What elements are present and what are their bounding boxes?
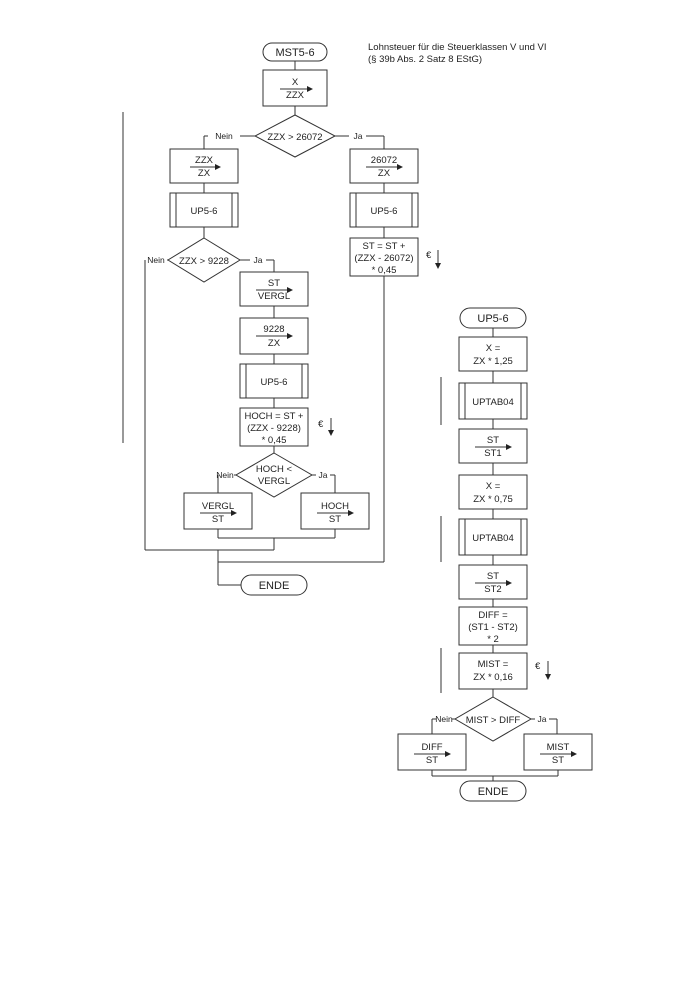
svg-text:VERGL: VERGL bbox=[258, 291, 290, 302]
subroutine-up5-6: UP5-6 bbox=[239, 363, 309, 399]
svg-text:(ZZX - 26072): (ZZX - 26072) bbox=[354, 253, 413, 264]
svg-text:VERGL: VERGL bbox=[258, 476, 290, 487]
assign-26072-zx: 26072 ZX bbox=[349, 148, 419, 184]
assign-zzx-zx: ZZX ZX bbox=[169, 148, 239, 184]
start-terminator-up5-6: UP5-6 bbox=[459, 307, 527, 329]
assign-diff-st: DIFF ST bbox=[397, 733, 467, 771]
subroutine-up5-6: UP5-6 bbox=[169, 192, 239, 228]
svg-text:ZZX: ZZX bbox=[286, 90, 305, 101]
svg-text:X: X bbox=[292, 77, 299, 88]
svg-text:UP5-6: UP5-6 bbox=[477, 313, 508, 325]
branch-label-no: Nein bbox=[435, 714, 453, 724]
svg-text:ZZX: ZZX bbox=[195, 155, 214, 166]
calc-x-125: X = ZX * 1,25 bbox=[458, 336, 528, 372]
subroutine-up5-6: UP5-6 bbox=[349, 192, 419, 228]
svg-text:DIFF =: DIFF = bbox=[478, 610, 508, 621]
calc-hoch: HOCH = ST + (ZZX - 9228) * 0,45 bbox=[239, 407, 309, 447]
svg-text:MIST > DIFF: MIST > DIFF bbox=[466, 715, 521, 726]
svg-text:VERGL: VERGL bbox=[202, 501, 234, 512]
svg-text:MST5-6: MST5-6 bbox=[275, 47, 314, 59]
branch-label-yes: Ja bbox=[254, 255, 263, 265]
svg-text:HOCH = ST +: HOCH = ST + bbox=[245, 411, 304, 422]
decision-hoch-lt-vergl: HOCH < VERGL bbox=[235, 452, 313, 498]
svg-text:ST: ST bbox=[487, 435, 499, 446]
svg-text:ST: ST bbox=[268, 278, 280, 289]
svg-text:* 0,45: * 0,45 bbox=[372, 265, 397, 276]
svg-text:ZX: ZX bbox=[268, 338, 281, 349]
svg-text:26072: 26072 bbox=[371, 155, 397, 166]
svg-text:ZZX > 9228: ZZX > 9228 bbox=[179, 256, 229, 267]
svg-text:ST1: ST1 bbox=[484, 448, 501, 459]
svg-text:ZX * 0,75: ZX * 0,75 bbox=[473, 494, 513, 505]
svg-text:ST: ST bbox=[487, 571, 499, 582]
svg-text:HOCH <: HOCH < bbox=[256, 464, 293, 475]
svg-text:X =: X = bbox=[486, 343, 501, 354]
branch-label-no: Nein bbox=[215, 131, 233, 141]
assign-x-zzx: X ZZX bbox=[262, 69, 328, 107]
svg-text:9228: 9228 bbox=[263, 324, 284, 335]
header-legal-ref: (§ 39b Abs. 2 Satz 8 EStG) bbox=[368, 54, 482, 65]
svg-text:€: € bbox=[535, 661, 541, 672]
assign-9228-zx: 9228 ZX bbox=[239, 317, 309, 355]
calc-x-075: X = ZX * 0,75 bbox=[458, 474, 528, 510]
svg-text:UP5-6: UP5-6 bbox=[261, 377, 288, 388]
branch-label-yes: Ja bbox=[319, 470, 328, 480]
assign-vergl-st: VERGL ST bbox=[183, 492, 253, 530]
svg-text:(ZZX - 9228): (ZZX - 9228) bbox=[247, 423, 301, 434]
assign-st-st1: ST ST1 bbox=[458, 428, 528, 464]
svg-text:DIFF: DIFF bbox=[421, 742, 442, 753]
svg-text:UP5-6: UP5-6 bbox=[371, 206, 398, 217]
branch-label-yes: Ja bbox=[354, 131, 363, 141]
decision-zzx-gt-26072: ZZX > 26072 bbox=[253, 114, 337, 158]
svg-text:ST: ST bbox=[552, 755, 564, 766]
header-title: Lohnsteuer für die Steuerklassen V und V… bbox=[368, 42, 547, 53]
subroutine-uptab04: UPTAB04 bbox=[458, 382, 528, 420]
svg-text:UP5-6: UP5-6 bbox=[191, 206, 218, 217]
svg-text:ZZX > 26072: ZZX > 26072 bbox=[267, 132, 322, 143]
end-terminator-sub: ENDE bbox=[459, 780, 527, 802]
euro-rounding-icon: € bbox=[535, 661, 551, 680]
assign-st-st2: ST ST2 bbox=[458, 564, 528, 600]
svg-text:ST2: ST2 bbox=[484, 584, 501, 595]
euro-rounding-icon: € bbox=[426, 250, 441, 269]
svg-text:* 0,45: * 0,45 bbox=[262, 435, 287, 446]
svg-text:MIST: MIST bbox=[547, 742, 570, 753]
svg-text:* 2: * 2 bbox=[487, 634, 499, 645]
calc-st: ST = ST + (ZZX - 26072) * 0,45 bbox=[349, 237, 419, 277]
svg-text:UPTAB04: UPTAB04 bbox=[472, 397, 514, 408]
assign-mist-st: MIST ST bbox=[523, 733, 593, 771]
euro-rounding-icon: € bbox=[318, 418, 334, 436]
assign-st-vergl: ST VERGL bbox=[239, 271, 309, 307]
svg-text:ENDE: ENDE bbox=[478, 786, 509, 798]
calc-mist: MIST = ZX * 0,16 bbox=[458, 652, 528, 690]
svg-text:ST: ST bbox=[329, 514, 341, 525]
start-terminator-mst: MST5-6 bbox=[262, 42, 328, 62]
branch-label-yes: Ja bbox=[538, 714, 547, 724]
decision-zzx-gt-9228: ZZX > 9228 bbox=[167, 237, 241, 283]
subroutine-uptab04: UPTAB04 bbox=[458, 518, 528, 556]
svg-text:UPTAB04: UPTAB04 bbox=[472, 533, 514, 544]
svg-text:ZX: ZX bbox=[198, 168, 211, 179]
assign-hoch-st: HOCH ST bbox=[300, 492, 370, 530]
decision-mist-gt-diff: MIST > DIFF bbox=[454, 696, 532, 742]
svg-text:HOCH: HOCH bbox=[321, 501, 349, 512]
end-terminator: ENDE bbox=[240, 574, 308, 596]
svg-text:ENDE: ENDE bbox=[259, 580, 290, 592]
svg-text:ZX: ZX bbox=[378, 168, 391, 179]
svg-text:ST: ST bbox=[426, 755, 438, 766]
branch-label-no: Nein bbox=[147, 255, 165, 265]
svg-text:ZX * 1,25: ZX * 1,25 bbox=[473, 356, 513, 367]
calc-diff: DIFF = (ST1 - ST2) * 2 bbox=[458, 606, 528, 646]
svg-text:ST: ST bbox=[212, 514, 224, 525]
branch-label-no: Nein bbox=[216, 470, 234, 480]
svg-text:(ST1 - ST2): (ST1 - ST2) bbox=[468, 622, 518, 633]
svg-text:MIST =: MIST = bbox=[478, 659, 509, 670]
svg-text:ST = ST +: ST = ST + bbox=[363, 241, 406, 252]
svg-text:ZX * 0,16: ZX * 0,16 bbox=[473, 672, 513, 683]
svg-text:€: € bbox=[318, 419, 324, 430]
svg-text:X =: X = bbox=[486, 481, 501, 492]
svg-text:€: € bbox=[426, 250, 432, 261]
